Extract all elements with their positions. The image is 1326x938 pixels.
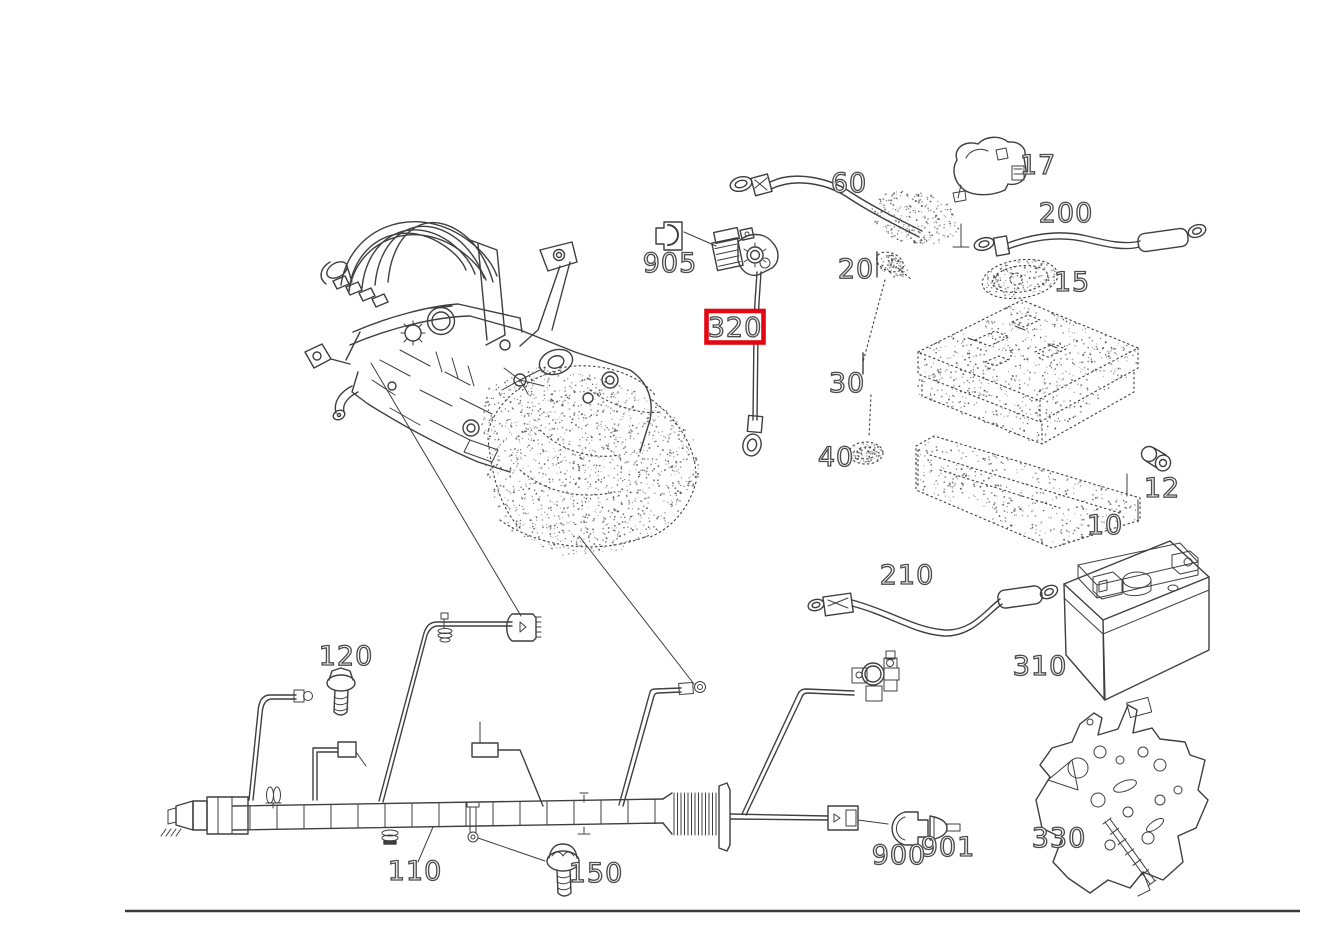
screw-12	[1126, 445, 1172, 497]
part-label-110[interactable]: 110	[387, 855, 443, 887]
part-label-60[interactable]: 60	[830, 167, 867, 199]
transmission-stipple	[481, 366, 700, 556]
bolt-20	[862, 251, 913, 363]
harness-110	[160, 782, 889, 852]
part-label-320[interactable]: 320	[707, 312, 763, 344]
bolt-120	[326, 667, 356, 716]
intake-manifold-outline	[340, 221, 498, 286]
part-label-150[interactable]: 150	[568, 857, 624, 889]
leader-lines	[370, 362, 695, 685]
part-label-210[interactable]: 210	[879, 559, 935, 591]
part-label-40[interactable]: 40	[817, 441, 854, 473]
highlight-box-320	[704, 308, 766, 345]
part-label-905[interactable]: 905	[642, 247, 698, 279]
bracket-17	[952, 136, 1027, 203]
plug-901	[929, 815, 961, 841]
terminal-clamp-2	[851, 650, 900, 702]
cable-200	[973, 223, 1207, 257]
harness-branches	[248, 612, 900, 863]
battery-tray-cover-10	[915, 435, 1141, 549]
part-label-330[interactable]: 330	[1031, 822, 1087, 854]
part-label-10[interactable]: 10	[1086, 509, 1123, 541]
part-label-15[interactable]: 15	[1053, 266, 1090, 298]
part-label-310[interactable]: 310	[1012, 650, 1068, 682]
harness-clip	[466, 801, 480, 843]
connector-900	[891, 811, 929, 846]
connector-905	[655, 221, 717, 251]
cable-60	[729, 173, 970, 248]
cable-60-end-stipple	[871, 190, 960, 245]
washer-15	[981, 258, 1059, 300]
battery-310	[1063, 540, 1210, 701]
part-label-20[interactable]: 20	[837, 253, 874, 285]
part-label-12[interactable]: 12	[1143, 472, 1180, 504]
bolt-150	[546, 843, 580, 897]
part-label-901[interactable]: 901	[920, 831, 976, 863]
battery-terminal-clamp	[711, 226, 779, 277]
fuse-box	[917, 299, 1139, 445]
ground-cable-320	[742, 271, 764, 457]
connector-a	[506, 613, 542, 642]
part-label-30[interactable]: 30	[828, 367, 865, 399]
part-label-17[interactable]: 17	[1019, 149, 1056, 181]
part-label-120[interactable]: 120	[318, 640, 374, 672]
grommet-40	[848, 441, 884, 465]
cable-210	[807, 584, 1059, 637]
bracket-330	[1035, 696, 1209, 897]
transmission-outline	[487, 365, 697, 548]
part-labels: 60 17 200 905 20 15 320 30 12 40 10 210 …	[318, 149, 1180, 889]
part-label-900[interactable]: 900	[871, 839, 927, 871]
engine-illustration	[304, 221, 700, 556]
cable-clip	[437, 612, 453, 643]
pin-30	[862, 352, 872, 438]
part-label-200[interactable]: 200	[1038, 197, 1094, 229]
